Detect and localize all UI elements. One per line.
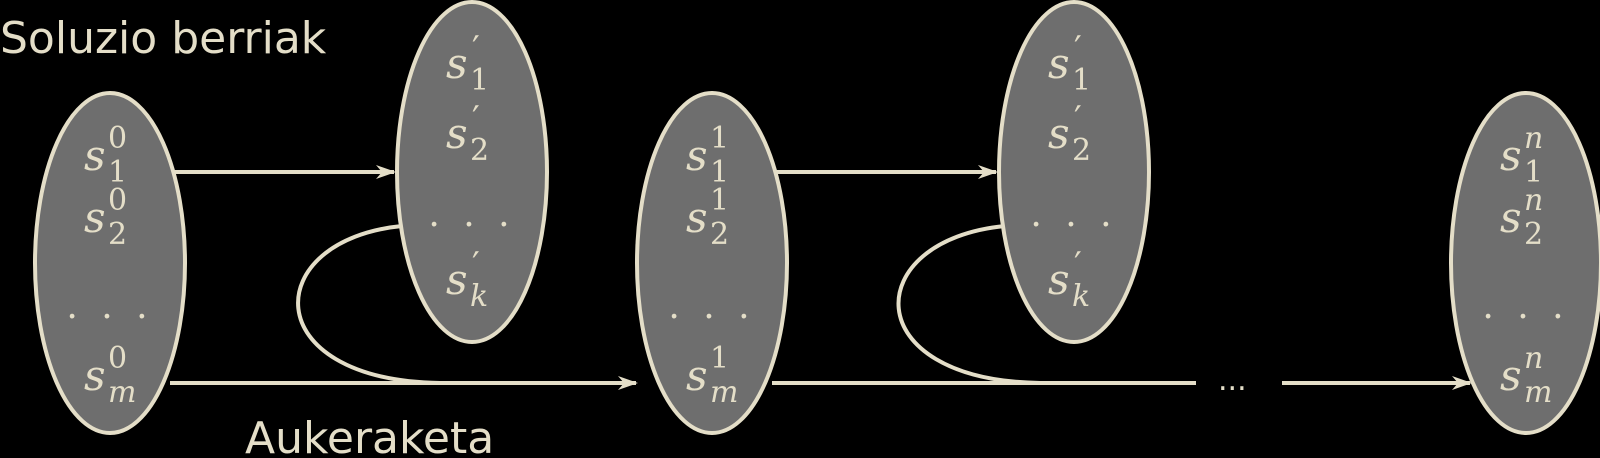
- term-superscript: 0: [108, 121, 127, 156]
- term-subscript: 1: [108, 155, 127, 190]
- term-prime: ′: [1074, 99, 1082, 139]
- edges: [170, 165, 1472, 390]
- offspring-1-ellipse: [395, 0, 549, 344]
- term-base: s: [84, 351, 106, 400]
- term-base: s: [84, 193, 106, 242]
- term-base: s: [686, 131, 708, 180]
- term-base: s: [446, 39, 468, 88]
- term-subscript: 2: [1524, 217, 1543, 252]
- term-subscript: 2: [470, 133, 489, 168]
- term-base: s: [1500, 351, 1522, 400]
- term-base: s: [1500, 131, 1522, 180]
- term-subscript: 1: [470, 63, 489, 98]
- term-subscript: 2: [108, 217, 127, 252]
- term-prime: ′: [472, 245, 480, 285]
- term-subscript: m: [1524, 375, 1552, 410]
- term-base: s: [446, 255, 468, 304]
- term-prime: ′: [472, 99, 480, 139]
- offspring-1-ellipsis: . . .: [428, 194, 515, 235]
- term-base: s: [1048, 109, 1070, 158]
- offspring-2-ellipsis: . . .: [1030, 194, 1117, 235]
- nodes: [33, 0, 1600, 435]
- term-superscript: 1: [710, 121, 729, 156]
- term-base: s: [686, 351, 708, 400]
- new-solutions-label: Soluzio berriak: [0, 13, 327, 64]
- term-subscript: 1: [1072, 63, 1091, 98]
- loop-offspring1-to-pop1: [296, 224, 441, 385]
- loop-offspring2-to-pop-n: [896, 224, 1041, 385]
- population-1-ellipse: [635, 91, 789, 435]
- term-superscript: n: [1524, 121, 1543, 156]
- term-subscript: 2: [710, 217, 729, 252]
- term-base: s: [1500, 193, 1522, 242]
- term-base: s: [84, 131, 106, 180]
- gap-ellipsis: ...: [1218, 363, 1247, 398]
- selection-label: Aukeraketa: [245, 413, 494, 458]
- term-subscript: m: [710, 375, 738, 410]
- pop-n-ellipsis: . . .: [1482, 286, 1569, 327]
- offspring-2-ellipse: [997, 0, 1151, 344]
- term-superscript: n: [1524, 183, 1543, 218]
- term-superscript: 1: [710, 183, 729, 218]
- pop-0-ellipsis: . . .: [66, 286, 153, 327]
- term-prime: ′: [1074, 29, 1082, 69]
- term-superscript: 1: [710, 341, 729, 376]
- term-base: s: [1048, 39, 1070, 88]
- term-prime: ′: [472, 29, 480, 69]
- pop-1-ellipsis: . . .: [668, 286, 755, 327]
- term-subscript: k: [1072, 279, 1090, 314]
- term-subscript: 1: [1524, 155, 1543, 190]
- term-subscript: k: [470, 279, 488, 314]
- term-superscript: n: [1524, 341, 1543, 376]
- term-base: s: [446, 109, 468, 158]
- term-prime: ′: [1074, 245, 1082, 285]
- term-subscript: m: [108, 375, 136, 410]
- population-0-ellipse: [33, 91, 187, 435]
- term-subscript: 2: [1072, 133, 1091, 168]
- term-subscript: 1: [710, 155, 729, 190]
- term-base: s: [686, 193, 708, 242]
- term-base: s: [1048, 255, 1070, 304]
- term-superscript: 0: [108, 341, 127, 376]
- population-n-ellipse: [1449, 91, 1600, 435]
- term-superscript: 0: [108, 183, 127, 218]
